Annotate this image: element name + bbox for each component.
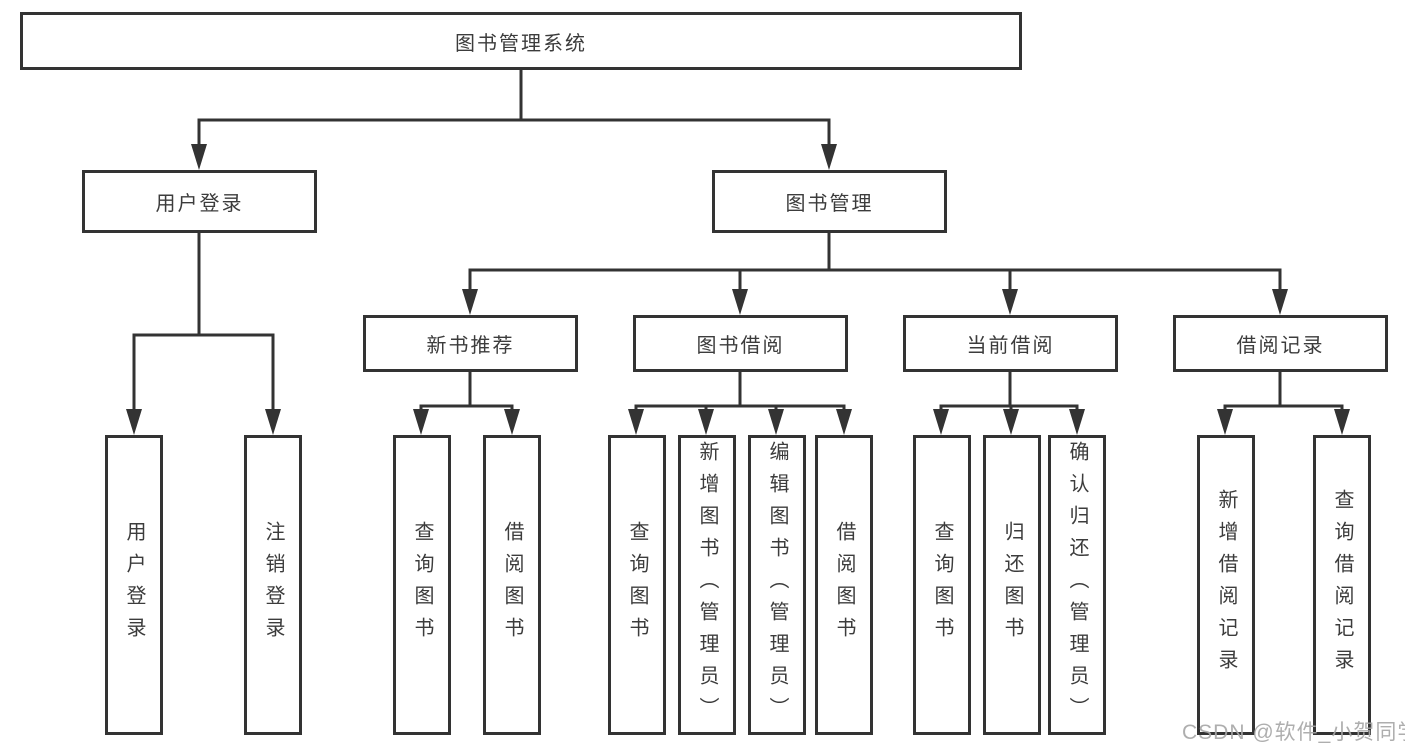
leaf-query-books-current: 查询图书 — [913, 435, 971, 735]
node-user-login: 用户登录 — [82, 170, 317, 233]
node-label: 用户登录 — [123, 521, 145, 649]
node-current-borrowing: 当前借阅 — [903, 315, 1118, 372]
node-label: 注销登录 — [262, 521, 284, 649]
leaf-borrow-books-recommend: 借阅图书 — [483, 435, 541, 735]
node-new-book-recommend: 新书推荐 — [363, 315, 578, 372]
node-label: 确认归还（管理员） — [1066, 441, 1088, 729]
node-label: 新增图书（管理员） — [696, 441, 718, 729]
node-library-management-system: 图书管理系统 — [20, 12, 1022, 70]
node-book-management: 图书管理 — [712, 170, 947, 233]
leaf-query-borrow-record: 查询借阅记录 — [1313, 435, 1371, 735]
leaf-confirm-return-admin: 确认归还（管理员） — [1048, 435, 1106, 735]
node-label: 查询图书 — [931, 521, 953, 649]
node-book-borrowing: 图书借阅 — [633, 315, 848, 372]
leaf-user-login: 用户登录 — [105, 435, 163, 735]
node-label: 新书推荐 — [426, 335, 515, 357]
node-label: 新增借阅记录 — [1215, 489, 1237, 681]
leaf-borrow-books: 借阅图书 — [815, 435, 873, 735]
leaf-query-books-borrowing: 查询图书 — [608, 435, 666, 735]
node-label: 图书管理系统 — [455, 32, 587, 55]
node-label: 查询图书 — [411, 521, 433, 649]
node-label: 编辑图书（管理员） — [766, 441, 788, 729]
arrowheads — [126, 144, 1350, 435]
node-label: 借阅记录 — [1236, 335, 1325, 357]
node-label: 图书借阅 — [696, 335, 785, 357]
node-label: 图书管理 — [785, 193, 874, 215]
node-label: 用户登录 — [155, 193, 244, 215]
node-label: 查询借阅记录 — [1331, 489, 1353, 681]
node-label: 借阅图书 — [501, 521, 523, 649]
leaf-query-books-recommend: 查询图书 — [393, 435, 451, 735]
node-label: 当前借阅 — [966, 335, 1055, 357]
leaf-add-books-admin: 新增图书（管理员） — [678, 435, 736, 735]
leaf-edit-books-admin: 编辑图书（管理员） — [748, 435, 806, 735]
node-label: 归还图书 — [1001, 521, 1023, 649]
node-label: 查询图书 — [626, 521, 648, 649]
leaf-return-books: 归还图书 — [983, 435, 1041, 735]
leaf-logout: 注销登录 — [244, 435, 302, 735]
node-label: 借阅图书 — [833, 521, 855, 649]
leaf-add-borrow-record: 新增借阅记录 — [1197, 435, 1255, 735]
node-borrowing-records: 借阅记录 — [1173, 315, 1388, 372]
